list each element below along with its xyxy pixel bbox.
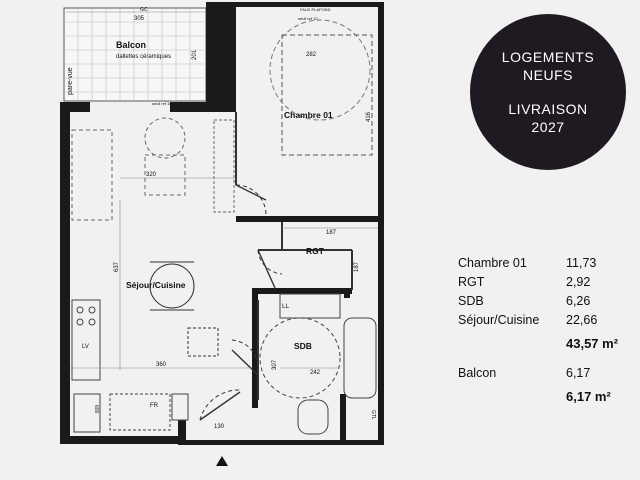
room-name: Séjour/Cuisine [458,313,540,327]
sdb-label: SDB [294,341,312,351]
area-row: Balcon 6,17 [458,366,638,385]
chambre-width-label: 282 [306,52,317,58]
room-area: 6,26 [566,294,591,308]
badge-line-3: LIVRAISON [508,101,588,117]
balcony-depth-label: 201 [192,49,198,60]
badge-line-1: LOGEMENTS [501,49,595,65]
room-area: 2,92 [566,275,591,289]
exterior-area: 6,17 [566,366,591,380]
dim-600-label: 600 [93,405,99,414]
faux-plafond-label: FAUX PLAFOND [300,7,331,12]
partitions [235,112,353,400]
rgt-label: RGT [306,246,325,256]
area-row: Chambre 01 11,73 [458,256,638,275]
area-row: RGT 2,92 [458,275,638,294]
sejour-label: Séjour/Cuisine [126,280,186,290]
room-name: SDB [458,294,484,308]
sdb-door [231,349,259,376]
entry-width-label: 130 [214,424,225,430]
room-area: 22,66 [566,313,598,327]
chambre-depth-label: 416 [366,111,372,122]
fr-label: FR [150,403,159,409]
interior-total: 43,57 m² [458,332,638,358]
kitchen-units [71,299,189,433]
room-name: RGT [458,275,485,289]
exterior-name: Balcon [458,366,497,380]
gtl-label: GTL [370,410,376,420]
dining-table-icon [149,261,219,357]
area-row: SDB 6,26 [458,294,638,313]
wall-360-label: 360 [156,362,167,368]
dimension-lines [66,11,378,370]
room-area: 11,73 [566,256,597,270]
ll-label: LL [282,303,290,310]
bathroom-fixtures [259,293,377,435]
walls [60,2,384,445]
area-table: Chambre 01 11,73 RGT 2,92 SDB 6,26 Séjour/C… [458,256,638,411]
badge-line-2: NEUFS [523,67,573,83]
lv-label: LV [82,344,89,350]
exterior-total: 6,17 m² [458,385,638,411]
entry-door [199,391,241,421]
pare-vue-label: pare-vue [67,67,74,95]
balcony-sub-label: dallettes céramiques [116,54,171,60]
bed-icon [269,19,373,156]
chambre-label: Chambre 01 [284,110,333,120]
interior-total-value: 43,57 m² [566,336,619,351]
rgt-door [257,249,276,289]
seuil-label: seuil ref 10 [152,101,172,106]
door-swings [199,184,283,421]
floor-plan: Balcon dallettes céramiques 305 GC 201 p… [60,2,384,466]
delivery-badge: LOGEMENTS NEUFS LIVRAISON 2027 [470,14,626,170]
badge-line-4: 2027 [531,119,565,135]
balcony-label: Balcon [116,40,146,50]
exterior-total-value: 6,17 m² [566,389,611,404]
balcony-area [63,7,207,102]
sofa-icon [71,117,186,221]
sejour-width-label: 320 [146,172,157,178]
balcony-width-label: 305 [134,16,145,22]
sdb-depth-label: 307 [272,359,278,370]
wardrobe-icon [213,119,235,213]
seuil-top-label: seuil ref 10 [298,16,318,21]
room-name: Chambre 01 [458,256,527,270]
sejour-depth-label: 637 [114,261,120,272]
rgt-width-label: 187 [326,230,337,236]
sdb-width-label: 242 [310,370,321,376]
area-row: Séjour/Cuisine 22,66 [458,313,638,332]
entry-arrow-icon [216,456,228,466]
rgt-depth-label: 187 [354,261,360,272]
gc-label: GC [140,7,148,13]
chambre-door [235,184,267,201]
